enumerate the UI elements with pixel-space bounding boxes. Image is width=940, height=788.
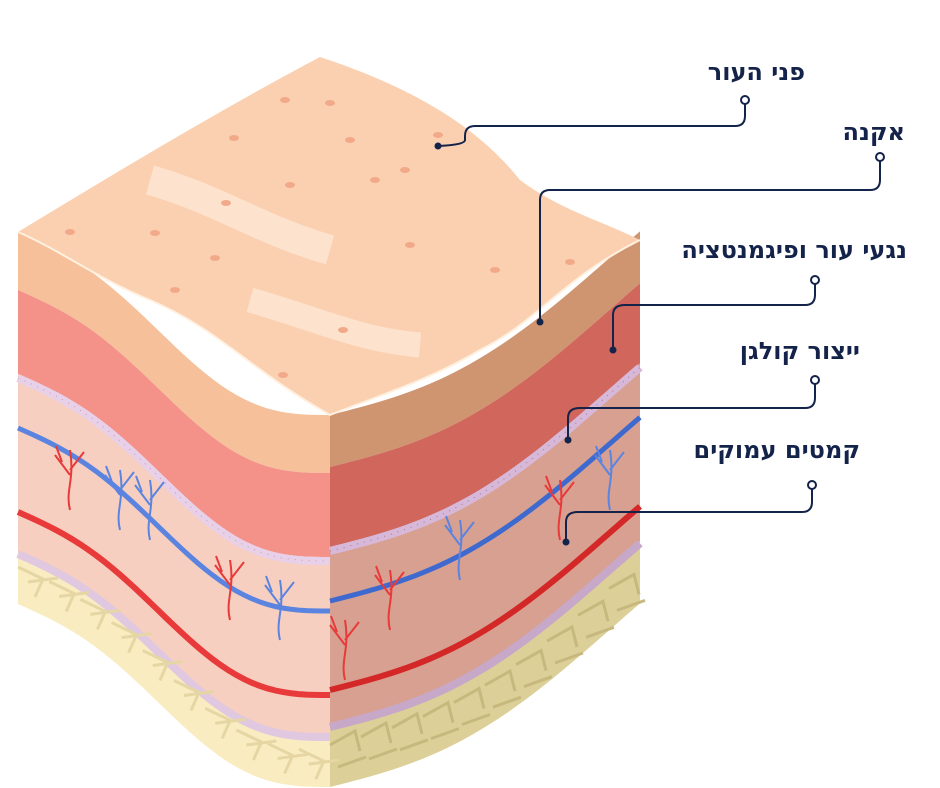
fat-cell-wall bbox=[453, 686, 491, 726]
fat-cell-wall bbox=[391, 711, 429, 752]
pore bbox=[400, 167, 410, 173]
leader-collagen-end-dot bbox=[564, 436, 572, 444]
fat-cell-wall bbox=[608, 572, 646, 612]
left-fat-membrane bbox=[16, 550, 331, 741]
pore bbox=[280, 97, 290, 103]
label-skin-lesions-pigmentation: נגעי עור ופיגמנטציה bbox=[681, 236, 907, 264]
leader-acne-end-dot bbox=[536, 318, 544, 326]
label-collagen-production: ייצור קולגן bbox=[739, 337, 860, 365]
leader-skin-surface bbox=[437, 104, 746, 147]
leader-acne-start-circle bbox=[875, 152, 885, 162]
vein-branch bbox=[134, 475, 165, 541]
right-epidermis bbox=[330, 231, 640, 467]
surface-highlight bbox=[246, 287, 422, 358]
fat-cell-wall bbox=[173, 679, 215, 712]
fat-cell-wall bbox=[17, 565, 59, 598]
fat-cell-wall bbox=[79, 598, 121, 631]
pore bbox=[565, 259, 575, 265]
leader-wrinkles-end-dot bbox=[562, 538, 570, 546]
pore bbox=[170, 287, 180, 293]
leader-acne bbox=[539, 161, 881, 322]
pore bbox=[433, 132, 443, 138]
vein-branch bbox=[444, 515, 475, 581]
fat-cell-wall bbox=[266, 742, 308, 775]
pore bbox=[278, 372, 288, 378]
fat-cell-wall bbox=[142, 649, 183, 682]
artery-branch bbox=[544, 475, 575, 541]
right-dermis bbox=[330, 363, 640, 725]
leader-skin-lesions-end-dot bbox=[609, 346, 617, 354]
right-fat bbox=[330, 541, 640, 787]
leader-skin-lesions bbox=[612, 284, 816, 350]
pore bbox=[325, 100, 335, 106]
artery-branch bbox=[214, 555, 245, 621]
fat-cell-wall bbox=[422, 700, 460, 741]
fat-cell-wall bbox=[360, 720, 398, 761]
fat-cell-wall bbox=[235, 728, 277, 761]
leader-skin-lesions-start-circle bbox=[810, 275, 820, 285]
right-vein bbox=[329, 415, 642, 604]
artery-branch bbox=[329, 615, 360, 681]
pore bbox=[210, 255, 220, 261]
surface-highlight bbox=[145, 165, 335, 265]
pore bbox=[229, 135, 239, 141]
vein-branch bbox=[264, 575, 295, 641]
pore bbox=[150, 230, 160, 236]
fat-cell-wall bbox=[515, 648, 553, 688]
artery-branch bbox=[374, 565, 405, 631]
artery-branch bbox=[54, 445, 85, 511]
left-red-layer bbox=[18, 290, 330, 557]
pore bbox=[285, 182, 295, 188]
leader-skin-surface-end-dot bbox=[434, 142, 442, 150]
label-acne: אקנה bbox=[842, 118, 905, 146]
leader-collagen-start-circle bbox=[810, 375, 820, 385]
fat-cell-wall bbox=[329, 728, 367, 769]
leader-wrinkles bbox=[565, 489, 813, 542]
pore bbox=[490, 267, 500, 273]
leader-wrinkles-start-circle bbox=[807, 480, 817, 490]
surface-edge bbox=[17, 231, 641, 417]
pore bbox=[65, 229, 75, 235]
label-deep-wrinkles: קמטים עמוקים bbox=[693, 436, 860, 464]
fat-cell-wall bbox=[110, 621, 152, 654]
right-fat-membrane bbox=[329, 540, 643, 731]
pore bbox=[370, 177, 380, 183]
vein-branch bbox=[104, 465, 135, 531]
pore bbox=[338, 327, 348, 333]
leader-collagen bbox=[567, 384, 816, 440]
left-epidermis bbox=[18, 232, 330, 473]
pore bbox=[405, 242, 415, 248]
left-membrane bbox=[16, 374, 331, 565]
right-red-layer bbox=[330, 283, 640, 547]
left-dermis bbox=[18, 374, 330, 740]
fat-cell-wall bbox=[298, 747, 339, 780]
fat-cell-wall bbox=[546, 624, 584, 665]
fat-cell-wall bbox=[484, 668, 522, 709]
fat-cell-wall bbox=[577, 599, 615, 639]
pore bbox=[345, 137, 355, 143]
left-artery bbox=[16, 509, 331, 698]
right-membrane bbox=[329, 364, 643, 555]
leader-skin-surface-start-circle bbox=[740, 95, 750, 105]
right-artery bbox=[329, 504, 642, 693]
label-skin-surface: פני העור bbox=[707, 58, 805, 86]
pore bbox=[221, 200, 231, 206]
fat-cell-wall bbox=[48, 580, 90, 613]
fat-cell-wall bbox=[204, 706, 246, 739]
vein-branch bbox=[594, 445, 625, 511]
